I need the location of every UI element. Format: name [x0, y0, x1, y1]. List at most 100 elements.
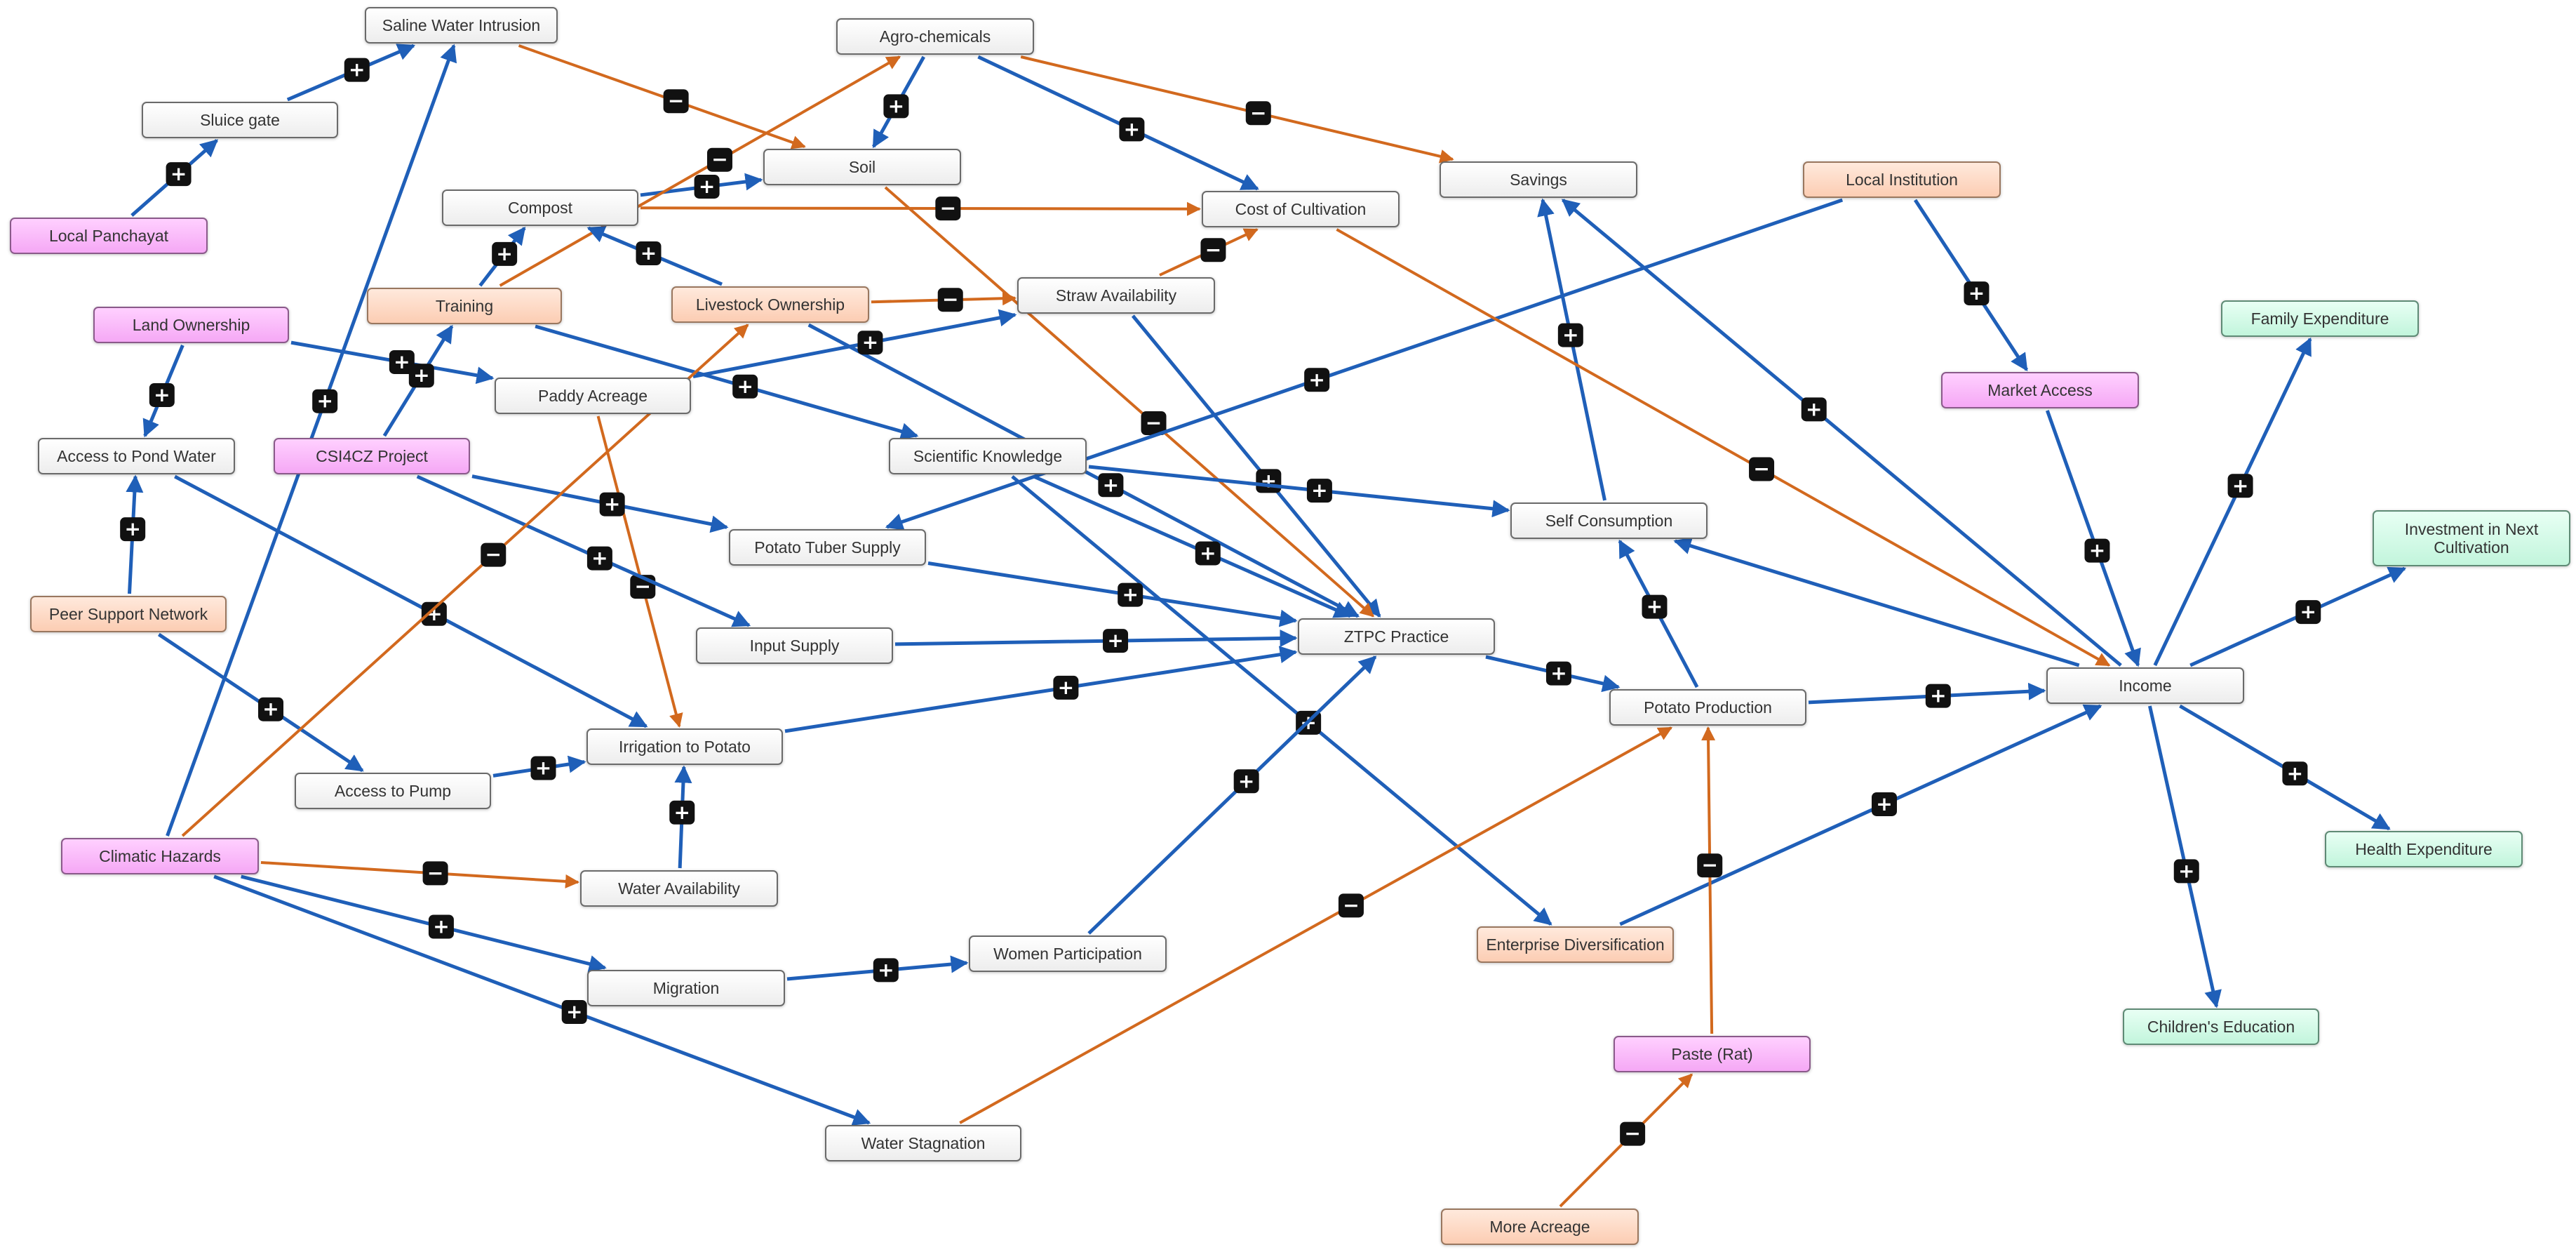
- svg-text:+: +: [1308, 368, 1324, 391]
- svg-text:+: +: [862, 331, 878, 354]
- node-land-ownership[interactable]: Land Ownership: [93, 307, 289, 343]
- node-potato-tuber-supply[interactable]: Potato Tuber Supply: [729, 529, 926, 566]
- svg-text:+: +: [640, 241, 657, 265]
- negative-link-badge: −: [937, 288, 963, 312]
- node-water-stagnation[interactable]: Water Stagnation: [825, 1125, 1021, 1161]
- node-family-expenditure[interactable]: Family Expenditure: [2221, 300, 2419, 337]
- node-input-supply[interactable]: Input Supply: [696, 627, 893, 664]
- svg-text:+: +: [1806, 397, 1822, 420]
- svg-text:−: −: [1343, 893, 1359, 917]
- edge-straw-availability-to-cost-of-cultivation: −: [1159, 228, 1259, 277]
- svg-text:+: +: [2232, 474, 2248, 497]
- node-self-consumption[interactable]: Self Consumption: [1510, 502, 1708, 539]
- positive-link-badge: +: [2227, 474, 2253, 498]
- node-potato-production[interactable]: Potato Production: [1609, 689, 1806, 726]
- edge-irrigation-to-potato-to-ztpc-practice: +: [784, 646, 1298, 733]
- node-livestock-ownership[interactable]: Livestock Ownership: [671, 286, 869, 323]
- edge-livestock-ownership-to-compost: +: [586, 226, 723, 286]
- positive-link-badge: +: [1118, 582, 1143, 607]
- svg-text:−: −: [942, 288, 958, 311]
- node-cost-of-cultivation[interactable]: Cost of Cultivation: [1202, 191, 1400, 227]
- node-saline-water-intrusion[interactable]: Saline Water Intrusion: [365, 7, 558, 44]
- node-training[interactable]: Training: [367, 288, 562, 324]
- svg-text:+: +: [1930, 684, 1946, 707]
- node-access-to-pump[interactable]: Access to Pump: [295, 773, 491, 809]
- edge-access-to-pond-water-to-irrigation-to-potato: +: [174, 474, 648, 728]
- positive-link-badge: +: [1195, 541, 1221, 566]
- node-climatic-hazards[interactable]: Climatic Hazards: [61, 838, 259, 874]
- positive-link-badge: +: [421, 601, 447, 626]
- node-agro-chemicals[interactable]: Agro-chemicals: [836, 18, 1034, 55]
- node-sluice-gate[interactable]: Sluice gate: [142, 102, 338, 138]
- svg-text:+: +: [1876, 792, 1892, 815]
- svg-text:+: +: [737, 375, 753, 398]
- node-enterprise-diversification[interactable]: Enterprise Diversification: [1477, 926, 1674, 963]
- edge-csi4cz-project-to-input-supply: +: [416, 474, 751, 627]
- edge-scientific-knowledge-to-self-consumption: +: [1088, 465, 1510, 518]
- node-investment-next-cultivation[interactable]: Investment in Next Cultivation: [2373, 510, 2570, 566]
- edge-peer-support-network-to-access-to-pond-water: +: [120, 474, 146, 594]
- node-women-participation[interactable]: Women Participation: [969, 935, 1167, 972]
- edge-cost-of-cultivation-to-income: −: [1336, 228, 2111, 667]
- edge-access-to-pump-to-irrigation-to-potato: +: [492, 755, 586, 780]
- negative-link-badge: −: [1697, 853, 1723, 878]
- svg-text:+: +: [1311, 479, 1327, 502]
- node-health-expenditure[interactable]: Health Expenditure: [2325, 831, 2523, 867]
- positive-link-badge: +: [857, 331, 883, 355]
- positive-link-badge: +: [1119, 117, 1145, 142]
- node-soil[interactable]: Soil: [763, 149, 961, 185]
- positive-link-badge: +: [428, 914, 454, 939]
- node-savings[interactable]: Savings: [1440, 161, 1637, 198]
- positive-link-badge: +: [1925, 684, 1951, 708]
- node-income[interactable]: Income: [2046, 667, 2244, 704]
- node-straw-availability[interactable]: Straw Availability: [1017, 277, 1215, 314]
- edge-paddy-acreage-to-irrigation-to-potato: −: [596, 415, 683, 728]
- positive-link-badge: +: [1304, 368, 1330, 392]
- edge-income-to-investment-next-cultivation: +: [2189, 566, 2407, 667]
- node-paddy-acreage[interactable]: Paddy Acreage: [495, 378, 691, 414]
- edge-more-acreage-to-paste-rat: −: [1559, 1073, 1693, 1208]
- negative-link-badge: −: [422, 861, 448, 886]
- svg-text:+: +: [426, 602, 442, 625]
- node-peer-support-network[interactable]: Peer Support Network: [30, 596, 227, 632]
- svg-text:+: +: [535, 757, 551, 780]
- node-ztpc-practice[interactable]: ZTPC Practice: [1298, 618, 1495, 655]
- svg-text:−: −: [711, 148, 727, 171]
- edge-water-stagnation-to-potato-production: −: [959, 726, 1673, 1124]
- node-more-acreage[interactable]: More Acreage: [1441, 1208, 1639, 1245]
- node-access-to-pond-water[interactable]: Access to Pond Water: [38, 438, 235, 474]
- node-migration[interactable]: Migration: [587, 970, 785, 1006]
- svg-text:+: +: [316, 389, 333, 413]
- positive-link-badge: +: [120, 517, 146, 542]
- svg-text:+: +: [1107, 629, 1123, 652]
- node-csi4cz-project[interactable]: CSI4CZ Project: [274, 438, 470, 474]
- edge-training-to-agro-chemicals: −: [499, 55, 901, 287]
- positive-link-badge: +: [1256, 469, 1282, 493]
- edge-income-to-health-expenditure: +: [2179, 704, 2391, 831]
- edge-training-to-scientific-knowledge: +: [535, 324, 919, 440]
- node-paste-rat[interactable]: Paste (Rat): [1614, 1036, 1811, 1072]
- positive-link-badge: +: [1098, 473, 1124, 498]
- node-compost[interactable]: Compost: [442, 189, 638, 226]
- svg-text:+: +: [1200, 541, 1216, 564]
- edge-agro-chemicals-to-savings: −: [1020, 55, 1454, 164]
- node-irrigation-to-potato[interactable]: Irrigation to Potato: [586, 728, 783, 765]
- node-market-access[interactable]: Market Access: [1941, 372, 2139, 408]
- svg-text:+: +: [433, 915, 449, 938]
- edge-paste-rat-to-potato-production: −: [1697, 726, 1723, 1034]
- node-local-panchayat[interactable]: Local Panchayat: [10, 218, 208, 254]
- node-scientific-knowledge[interactable]: Scientific Knowledge: [889, 438, 1087, 474]
- edge-enterprise-diversification-to-income: +: [1619, 704, 2102, 926]
- svg-text:+: +: [2178, 859, 2194, 882]
- positive-link-badge: +: [561, 1000, 587, 1025]
- node-childrens-education[interactable]: Children's Education: [2123, 1008, 2319, 1045]
- node-water-availability[interactable]: Water Availability: [580, 870, 778, 907]
- svg-text:+: +: [1122, 583, 1138, 606]
- edge-saline-water-intrusion-to-soil: −: [518, 44, 806, 149]
- positive-link-badge: +: [408, 364, 434, 388]
- negative-link-badge: −: [481, 542, 507, 567]
- edge-land-ownership-to-paddy-acreage: +: [290, 340, 495, 385]
- node-local-institution[interactable]: Local Institution: [1803, 161, 2001, 198]
- svg-text:+: +: [124, 517, 140, 540]
